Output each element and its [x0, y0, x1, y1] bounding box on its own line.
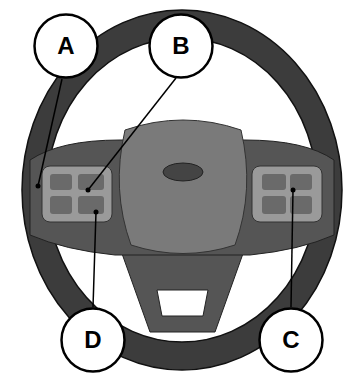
- callout-letter: A: [57, 32, 74, 60]
- callout-circle: A: [33, 13, 99, 79]
- callout-letter: D: [84, 326, 101, 354]
- callout-letter: B: [172, 32, 189, 60]
- callout-circle: B: [148, 13, 214, 79]
- callout-circle: D: [60, 307, 126, 373]
- callout-letter: C: [282, 326, 299, 354]
- callout-circle: C: [258, 307, 324, 373]
